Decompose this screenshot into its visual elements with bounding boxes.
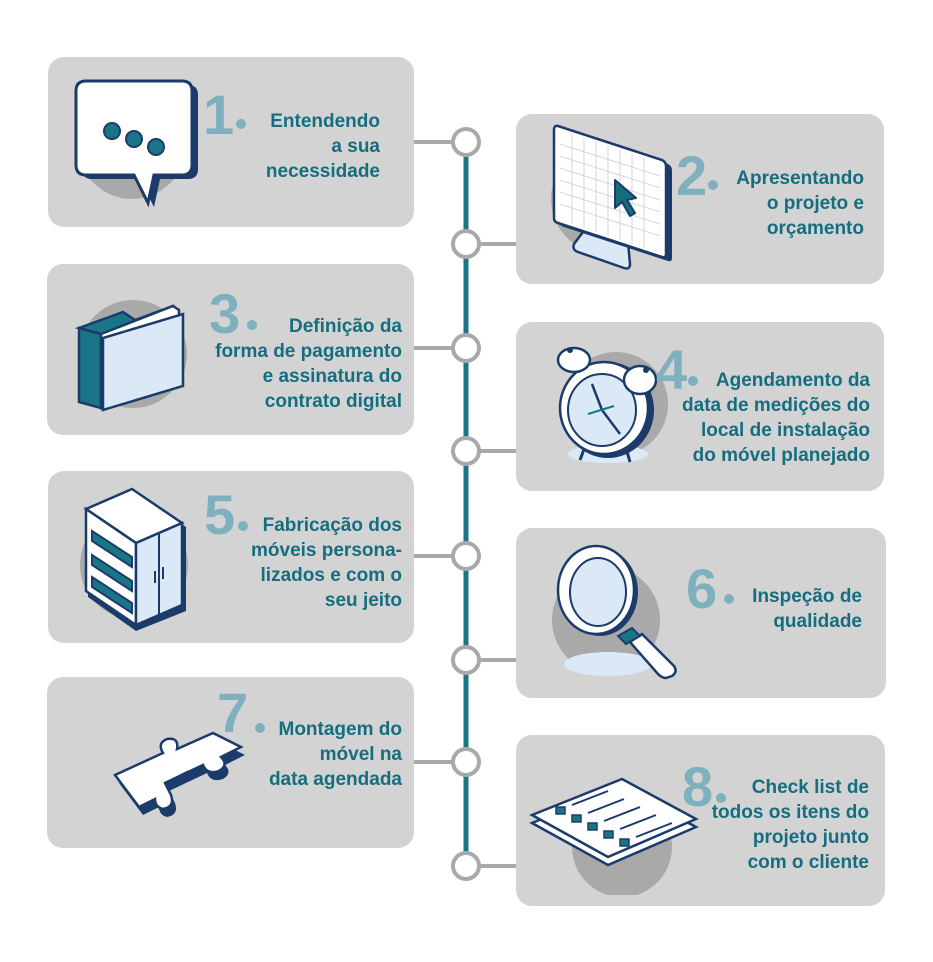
number-dot-3	[247, 320, 257, 330]
timeline-node-4	[451, 436, 481, 466]
step-card-2: 2 Apresentando o projeto e orçamento	[516, 114, 884, 284]
step-text-3: Definição da forma de pagamento e assina…	[215, 316, 402, 412]
alarm-clock-icon	[556, 346, 668, 463]
step-number-1: 1	[203, 83, 235, 146]
step-text-1: Entendendo a sua necessidade	[265, 111, 380, 182]
step-text-2: Apresentando o projeto e orçamento	[736, 168, 864, 239]
step-card-6: 6 Inspeção de qualidade	[516, 528, 886, 698]
step-text-5: Fabricação dos móveis persona- lizados e…	[251, 515, 402, 611]
step-card-3: 3 Definição da forma de pagamento e assi…	[47, 264, 414, 435]
magnifier-icon	[552, 544, 677, 680]
timeline-node-5	[451, 541, 481, 571]
number-dot-1	[236, 119, 246, 129]
number-dot-7	[255, 723, 265, 733]
timeline-node-1	[451, 127, 481, 157]
step-card-5: 5 Fabricação dos móveis persona- lizados…	[48, 471, 414, 643]
timeline-node-8	[451, 851, 481, 881]
step-card-1: 1 Entendendo a sua necessidade	[48, 57, 414, 227]
timeline-node-6	[451, 645, 481, 675]
number-dot-6	[724, 594, 734, 604]
timeline-node-3	[451, 333, 481, 363]
number-dot-5	[238, 521, 248, 531]
step-text-6: Inspeção de qualidade	[752, 586, 862, 632]
step-number-8: 8	[682, 755, 714, 818]
monitor-cursor-icon	[551, 124, 672, 270]
folder-icon	[75, 300, 187, 412]
checklist-icon	[529, 777, 699, 895]
step-number-7: 7	[217, 681, 249, 744]
step-card-8: 8 Check list de todos os itens do projet…	[516, 735, 885, 906]
timeline-node-7	[451, 747, 481, 777]
step-text-4: Agendamento da data de medições do local…	[682, 370, 870, 466]
speech-bubble-icon	[74, 79, 198, 208]
step-number-2: 2	[676, 144, 708, 207]
number-dot-4	[688, 376, 698, 386]
number-dot-8	[716, 793, 726, 803]
step-number-3: 3	[209, 282, 241, 345]
number-dot-2	[708, 180, 718, 190]
step-card-4: 4 Agendamento da data de medições do loc…	[516, 322, 884, 491]
timeline-node-2	[451, 229, 481, 259]
step-text-7: Montagem do móvel na data agendada	[268, 719, 402, 790]
step-text-8: Check list de todos os itens do projeto …	[711, 777, 869, 873]
puzzle-icon	[113, 731, 245, 817]
step-number-5: 5	[204, 483, 236, 546]
cabinet-icon	[80, 487, 188, 631]
step-card-7: 7 Montagem do móvel na data agendada	[47, 677, 414, 848]
step-number-4: 4	[656, 338, 688, 401]
step-number-6: 6	[686, 557, 718, 620]
